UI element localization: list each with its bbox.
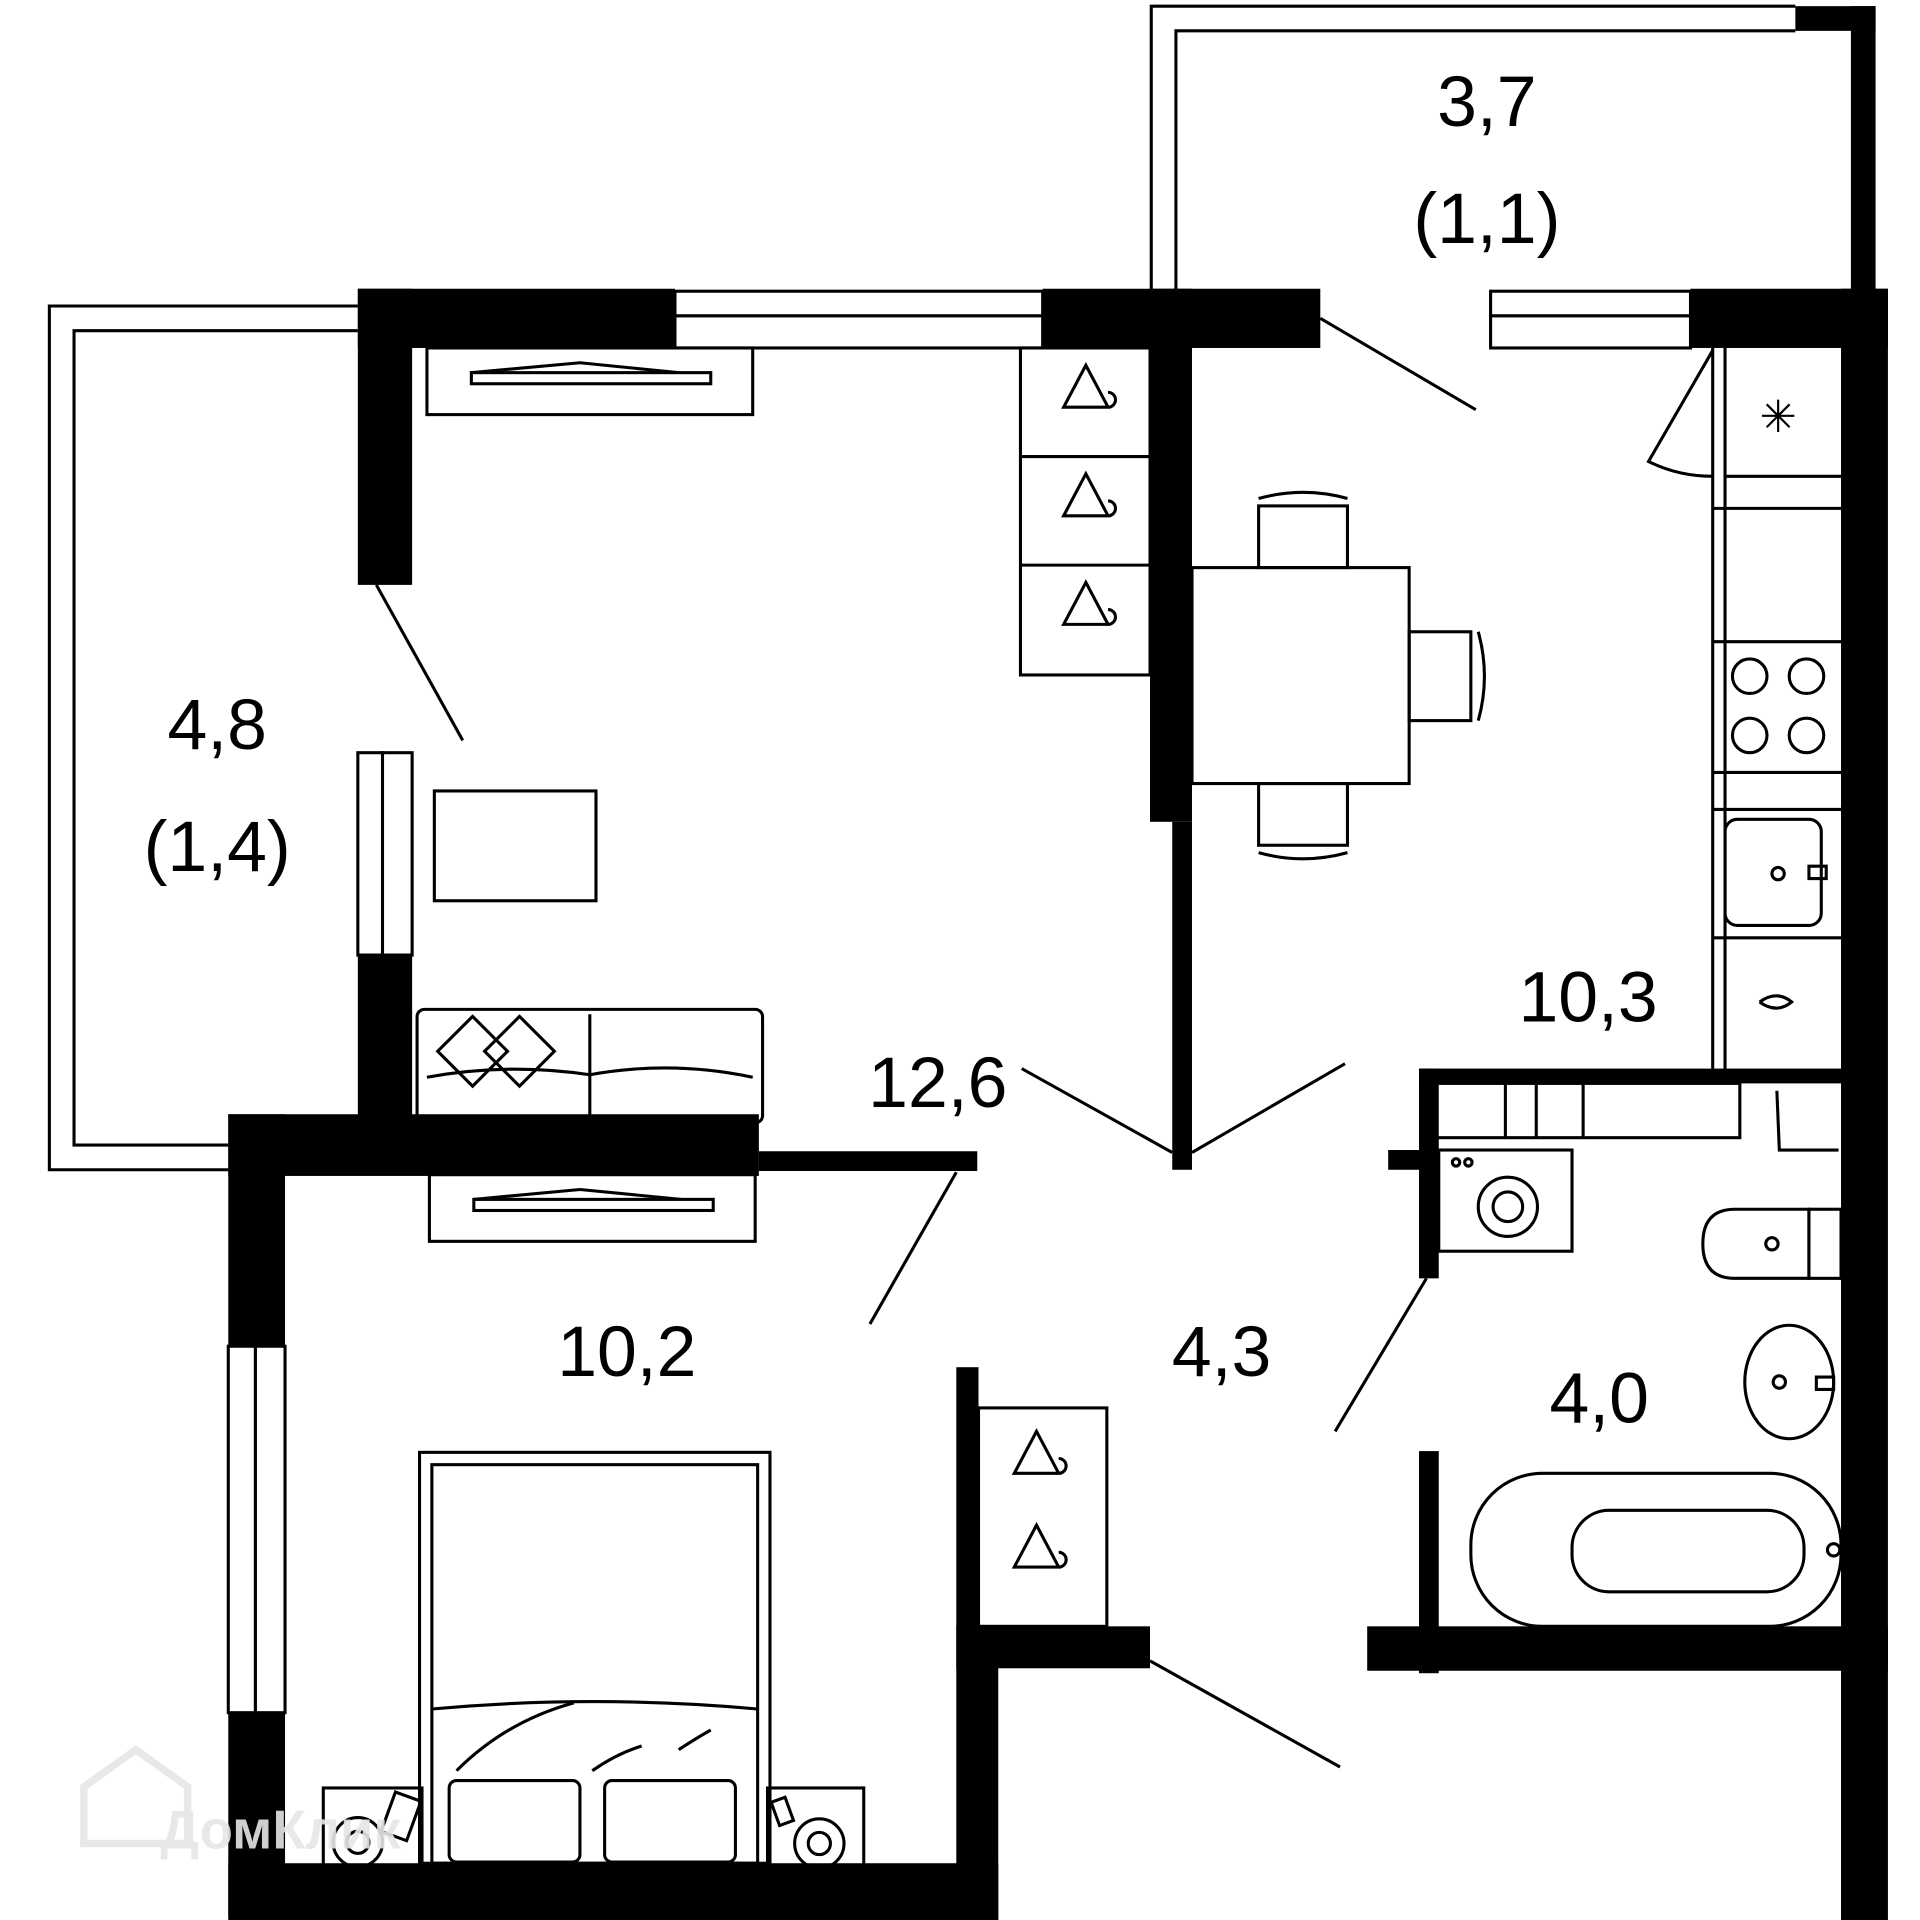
wardrobe-living	[1018, 346, 1152, 677]
balcony-left	[47, 304, 358, 1172]
area-hallway: 4,3	[1172, 1312, 1271, 1392]
tv-stand-bedroom	[427, 1173, 757, 1243]
washbasin	[1743, 1323, 1836, 1441]
stove-icon	[1730, 657, 1826, 755]
washing-machine	[1437, 1148, 1574, 1253]
snowflake-icon: ✳	[1759, 393, 1796, 442]
watermark-text: ДомКлик	[160, 1799, 401, 1860]
watermark: ДомКлик	[80, 1745, 401, 1860]
fridge-door-swing	[1646, 349, 1715, 478]
walls	[228, 288, 1888, 1920]
nightstand-right	[765, 1786, 866, 1891]
door-swings	[375, 317, 1477, 1769]
area-living-room: 12,6	[868, 1043, 1007, 1123]
nightstand-left	[321, 1786, 424, 1891]
reduced-area-balcony-left: (1,4)	[144, 807, 291, 887]
kitchen-counter: ✳	[1646, 347, 1842, 1069]
drop-icon	[1758, 994, 1795, 1010]
area-bathroom: 4,0	[1549, 1359, 1648, 1439]
area-kitchen: 10,3	[1518, 958, 1657, 1038]
sink-icon	[1723, 817, 1828, 927]
toilet	[1701, 1207, 1843, 1280]
dining-table	[1190, 490, 1486, 861]
area-balcony-left: 4,8	[167, 685, 266, 765]
balcony-top	[1149, 4, 1876, 293]
area-bedroom: 10,2	[557, 1312, 696, 1392]
area-balcony-top: 3,7	[1437, 62, 1536, 142]
bathroom-fixtures	[1429, 1081, 1843, 1628]
sofa	[415, 1007, 765, 1125]
wardrobe-hallway	[976, 1406, 1109, 1628]
tv-stand-living	[425, 346, 755, 417]
reduced-area-balcony-top: (1,1)	[1413, 179, 1560, 259]
double-bed	[417, 1450, 772, 1865]
windows	[226, 289, 1693, 1715]
coffee-table	[432, 789, 598, 903]
bathtub	[1469, 1471, 1843, 1628]
